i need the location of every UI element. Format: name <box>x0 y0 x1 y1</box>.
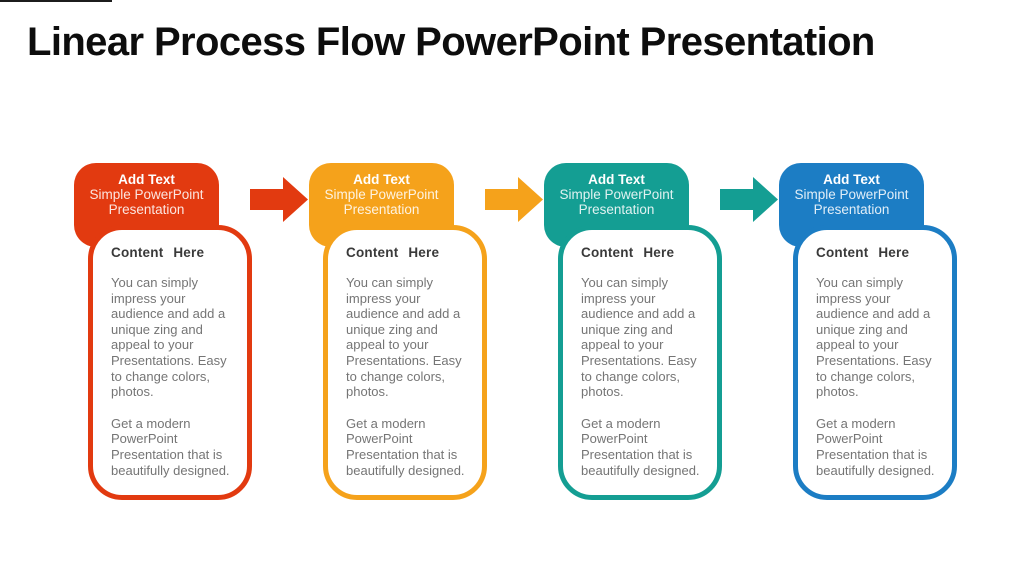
flow-arrow-right-icon <box>485 177 543 222</box>
content-paragraph-2: Get a modern PowerPoint Presentation tha… <box>346 415 465 478</box>
content-title: Content Here <box>111 245 205 260</box>
step-3-content-card[interactable]: Content Here You can simply impress your… <box>558 225 722 500</box>
step-header-title: Add Text <box>118 172 175 187</box>
process-step-2: Add Text Simple PowerPoint Presentation … <box>309 163 544 508</box>
step-1-content-card[interactable]: Content Here You can simply impress your… <box>88 225 252 500</box>
content-paragraph-2: Get a modern PowerPoint Presentation tha… <box>111 415 230 478</box>
content-title: Content Here <box>346 245 440 260</box>
step-header-title: Add Text <box>588 172 645 187</box>
content-paragraph-1: You can simply impress your audience and… <box>346 275 462 400</box>
slide-title[interactable]: Linear Process Flow PowerPoint Presentat… <box>27 20 875 64</box>
step-header-title: Add Text <box>823 172 880 187</box>
content-title: Content Here <box>581 245 675 260</box>
content-paragraph-1: You can simply impress your audience and… <box>111 275 227 400</box>
process-step-1: Add Text Simple PowerPoint Presentation … <box>74 163 309 508</box>
content-paragraph-1: You can simply impress your audience and… <box>816 275 932 400</box>
top-edge-artifact <box>0 0 112 2</box>
step-header-title: Add Text <box>353 172 410 187</box>
step-header-subtitle: Simple PowerPoint Presentation <box>794 187 909 217</box>
content-paragraph-2: Get a modern PowerPoint Presentation tha… <box>816 415 935 478</box>
content-title: Content Here <box>816 245 910 260</box>
flow-arrow-right-icon <box>250 177 308 222</box>
content-paragraph-2: Get a modern PowerPoint Presentation tha… <box>581 415 700 478</box>
step-header-subtitle: Simple PowerPoint Presentation <box>559 187 674 217</box>
process-step-4: Add Text Simple PowerPoint Presentation … <box>779 163 1014 508</box>
flow-arrow-right-icon <box>720 177 778 222</box>
step-header-subtitle: Simple PowerPoint Presentation <box>89 187 204 217</box>
process-step-3: Add Text Simple PowerPoint Presentation … <box>544 163 779 508</box>
step-2-content-card[interactable]: Content Here You can simply impress your… <box>323 225 487 500</box>
step-header-subtitle: Simple PowerPoint Presentation <box>324 187 439 217</box>
step-4-content-card[interactable]: Content Here You can simply impress your… <box>793 225 957 500</box>
content-paragraph-1: You can simply impress your audience and… <box>581 275 697 400</box>
